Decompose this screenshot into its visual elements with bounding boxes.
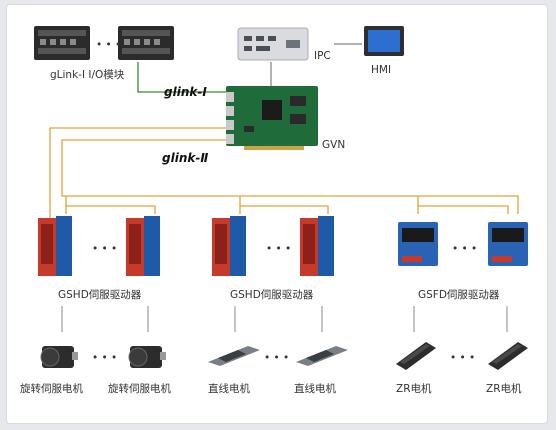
- io-ellipsis: • • •: [96, 39, 121, 51]
- motor-ellipsis: • • •: [92, 352, 117, 364]
- drive-ellipsis: • • •: [266, 243, 291, 255]
- gsfd-drive-icon: [398, 222, 438, 266]
- glink1-connection: [137, 62, 226, 93]
- drive-motor-links: [61, 306, 508, 332]
- io-module-label: gLink-I I/O模块: [50, 69, 125, 81]
- motor-label: ZR电机: [486, 382, 522, 395]
- ipc-icon: [237, 27, 309, 61]
- linear-motor-icon: [208, 346, 260, 366]
- motor-label: 旋转伺服电机: [108, 382, 171, 395]
- gshd-drive-icon: [38, 216, 72, 276]
- motor-label: 直线电机: [208, 382, 250, 395]
- gshd-drive-icon: [212, 216, 246, 276]
- glink1-label: glink-Ⅰ: [164, 85, 207, 99]
- motor-ellipsis: • • •: [264, 352, 289, 364]
- drive-group-label: GSFD伺服驱动器: [418, 288, 500, 301]
- ipc-label: IPC: [314, 50, 331, 62]
- motor-label: ZR电机: [396, 382, 432, 395]
- gvn-card-icon: [226, 86, 318, 150]
- motor-ellipsis: • • •: [450, 352, 475, 364]
- rotary-motor-icon: [40, 346, 78, 368]
- zr-motor-icon: [488, 342, 528, 370]
- linear-motor-icon: [296, 346, 348, 366]
- io-module-icon: [34, 26, 90, 60]
- gshd-drive-icon: [300, 216, 334, 276]
- gshd-drive-icon: [126, 216, 160, 276]
- hmi-icon: [364, 26, 404, 56]
- drive-ellipsis: • • •: [92, 243, 117, 255]
- motor-label: 直线电机: [294, 382, 336, 395]
- glink2-bus: [49, 127, 519, 222]
- io-module-icon: [118, 26, 174, 60]
- glink2-label: glink-Ⅱ: [162, 151, 208, 165]
- drive-group-label: GSHD伺服驱动器: [58, 288, 142, 301]
- drive-ellipsis: • • •: [452, 243, 477, 255]
- zr-motor-icon: [396, 342, 436, 370]
- hmi-label: HMI: [371, 64, 391, 76]
- gvn-label: GVN: [322, 139, 345, 151]
- diagram-frame: [6, 4, 548, 424]
- motor-label: 旋转伺服电机: [20, 382, 83, 395]
- drive-group-label: GSHD伺服驱动器: [230, 288, 314, 301]
- gsfd-drive-icon: [488, 222, 528, 266]
- rotary-motor-icon: [128, 346, 166, 368]
